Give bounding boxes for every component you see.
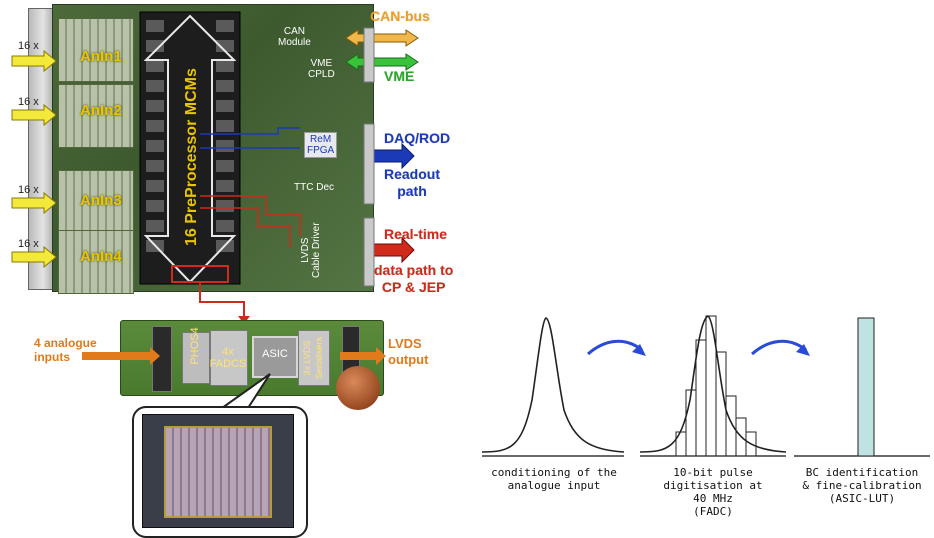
bc-identified-bar xyxy=(857,317,875,457)
realtime-lines xyxy=(200,195,301,248)
daq-rod-label: DAQ/ROD xyxy=(384,130,451,146)
anin-label-1: AnIn1 xyxy=(80,48,122,65)
input-arrow-3 xyxy=(11,191,57,215)
stage2-caption: 10-bit pulse digitisation at 40 MHz (FAD… xyxy=(663,466,763,518)
vme-cpld-label: VME CPLD xyxy=(308,58,335,80)
stage3-caption: BC identification & fine-calibration (AS… xyxy=(802,466,922,505)
stage-arrow-2 xyxy=(751,339,807,356)
input-count-label-2: 16 x xyxy=(18,96,39,108)
mcm-input-arrow xyxy=(82,347,160,365)
asic-label: ASIC xyxy=(262,348,288,360)
input-arrow-1 xyxy=(11,49,57,73)
readout-path-label: Readout path xyxy=(384,166,440,199)
anin-label-4: AnIn4 xyxy=(80,248,122,265)
mcm-chips xyxy=(146,20,234,252)
input-arrow-2 xyxy=(11,103,57,127)
readout-lines xyxy=(200,127,300,149)
selected-mcm-leader xyxy=(199,282,245,318)
realtime-sub-label: data path to CP & JEP xyxy=(374,262,454,295)
anin-label-3: AnIn3 xyxy=(80,192,122,209)
ttc-dec-label: TTC Dec xyxy=(294,182,334,193)
input-count-label-3: 16 x xyxy=(18,184,39,196)
input-arrows xyxy=(11,49,57,269)
lvds-output-label: LVDS output xyxy=(388,336,429,367)
input-count-label-1: 16 x xyxy=(18,40,39,52)
digitised-pulse-curve xyxy=(639,315,787,453)
serialiser-chip xyxy=(298,330,330,386)
stage1-caption: conditioning of the analogue input xyxy=(491,466,617,492)
connector-mid xyxy=(363,123,375,205)
mcm-inputs-label: 4 analogue inputs xyxy=(34,336,97,364)
stage-arrow-1 xyxy=(587,339,643,356)
fadc-histogram xyxy=(675,315,757,457)
vme-label: VME xyxy=(384,68,415,84)
asic-chip xyxy=(252,336,298,378)
asic-die-core xyxy=(164,426,272,518)
connector-top xyxy=(363,27,375,83)
can-module-label: CAN Module xyxy=(278,26,311,48)
can-bus-label: CAN-bus xyxy=(370,8,430,24)
rem-fpga-label: ReM FPGA xyxy=(304,132,338,158)
fadcs-label: 4x FADCS xyxy=(209,346,247,370)
mcm-output-arrow xyxy=(340,347,386,365)
input-count-label-4: 16 x xyxy=(18,238,39,250)
anin-card-1 xyxy=(58,18,134,82)
fadc-chip xyxy=(210,330,248,386)
anin-card-2 xyxy=(58,84,134,148)
connector-bottom xyxy=(363,217,375,287)
analogue-pulse-curve xyxy=(481,317,625,453)
anin-label-2: AnIn2 xyxy=(80,102,122,119)
realtime-label: Real-time xyxy=(384,226,448,242)
phos4-chip xyxy=(182,332,210,384)
euro-cent-coin xyxy=(336,366,380,410)
anin-card-4 xyxy=(58,230,134,294)
input-arrow-4 xyxy=(11,245,57,269)
